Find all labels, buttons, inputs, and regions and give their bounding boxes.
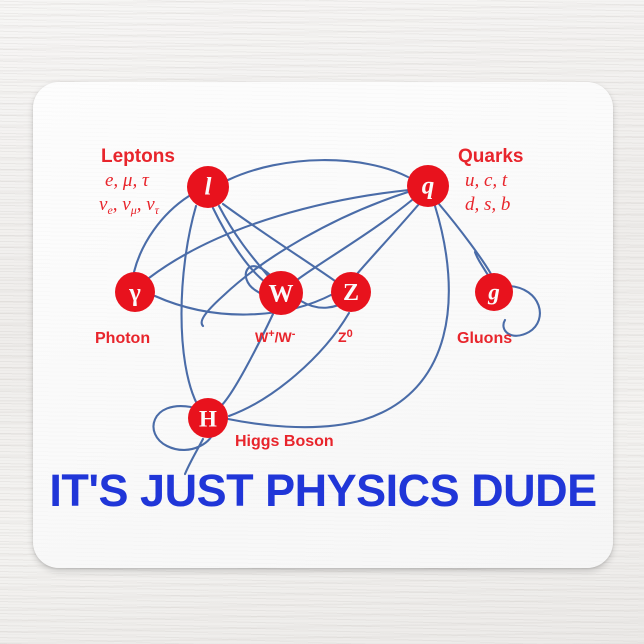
- node-quark-glyph: q: [422, 173, 435, 200]
- lepton-nu-e-sub: e: [107, 203, 113, 217]
- node-lepton-circle: [187, 166, 229, 208]
- quarks-line2: d, s, b: [465, 194, 510, 215]
- node-quark-circle: [407, 165, 449, 207]
- node-higgs-circle: [188, 398, 228, 438]
- z-caption-base: Z: [338, 329, 347, 345]
- nodes-layer: l q γ W: [115, 165, 513, 438]
- physics-diagram: l q γ W: [49, 146, 597, 516]
- edge-z-higgs: [227, 311, 351, 418]
- edge-gluon-selfloop: [502, 284, 541, 337]
- node-w-boson[interactable]: W: [259, 271, 303, 315]
- edge-lepton-quark-upper: [226, 159, 410, 182]
- node-higgs[interactable]: H: [188, 398, 228, 438]
- edge-lepton-w: [211, 206, 267, 284]
- edge-quark-w: [295, 198, 414, 282]
- node-photon-glyph: γ: [128, 280, 141, 307]
- edge-lepton-higgs: [180, 204, 199, 406]
- w-caption-base: W: [255, 329, 269, 345]
- mousepad: l q γ W: [33, 82, 613, 568]
- node-gluon[interactable]: g: [475, 273, 513, 311]
- w-boson-caption: W+/W-: [255, 328, 296, 345]
- edge-higgs-selfloop: [152, 405, 215, 452]
- node-higgs-glyph: H: [199, 407, 217, 432]
- node-w-boson-circle: [259, 271, 303, 315]
- node-z-boson[interactable]: Z: [331, 272, 371, 312]
- lepton-nu-mu-base: ν: [122, 194, 131, 215]
- w-caption-sup-plus: +: [268, 328, 274, 340]
- quarks-heading: Quarks: [458, 146, 523, 167]
- photon-caption: Photon: [95, 330, 150, 347]
- edge-photon-quark: [147, 188, 411, 280]
- group-labels-layer: Leptons e, μ, τ νe, νμ, ντ Quarks u, c, …: [99, 146, 523, 217]
- lepton-nu-mu-sub: μ: [130, 203, 137, 217]
- node-z-boson-glyph: Z: [343, 280, 359, 306]
- edge-quark-gluon: [437, 202, 493, 276]
- node-lepton-glyph: l: [205, 174, 212, 201]
- node-lepton[interactable]: l: [187, 166, 229, 208]
- z-boson-caption: Z0: [338, 328, 353, 345]
- w-caption-sup-minus: -: [292, 328, 296, 340]
- node-photon[interactable]: γ: [115, 272, 155, 312]
- node-w-boson-glyph: W: [269, 281, 294, 308]
- edge-lepton-photon: [132, 194, 191, 274]
- node-captions-layer: Photon W+/W- Z0 Gluons Higgs Boson: [95, 328, 512, 450]
- higgs-caption: Higgs Boson: [235, 433, 334, 450]
- node-quark[interactable]: q: [407, 165, 449, 207]
- edge-gluon-stub: [473, 250, 490, 277]
- w-caption-mid: /W: [275, 329, 293, 345]
- slogan-text: IT'S JUST PHYSICS DUDE: [49, 465, 596, 516]
- lepton-nu-tau-base: ν: [146, 194, 155, 215]
- edge-higgs-tail: [183, 437, 205, 476]
- node-gluon-circle: [475, 273, 513, 311]
- edge-quark-higgs: [226, 204, 450, 429]
- leptons-line1: e, μ, τ: [105, 170, 150, 191]
- node-gluon-glyph: g: [487, 280, 500, 305]
- z-caption-sup-zero: 0: [347, 328, 353, 340]
- leptons-line2: νe, νμ, ντ: [99, 194, 160, 217]
- lepton-nu-e-base: ν: [99, 194, 108, 215]
- edge-w-higgs: [219, 312, 275, 408]
- node-photon-circle: [115, 272, 155, 312]
- leptons-heading: Leptons: [101, 146, 175, 167]
- lepton-nu-tau-sub: τ: [155, 203, 160, 217]
- edge-quark-z: [355, 202, 421, 276]
- edge-photon-cross: [153, 292, 335, 316]
- edge-lepton-z: [221, 202, 337, 283]
- quarks-line1: u, c, t: [465, 170, 508, 191]
- gluon-caption: Gluons: [457, 330, 512, 347]
- edges-layer: [132, 159, 541, 476]
- node-z-boson-circle: [331, 272, 371, 312]
